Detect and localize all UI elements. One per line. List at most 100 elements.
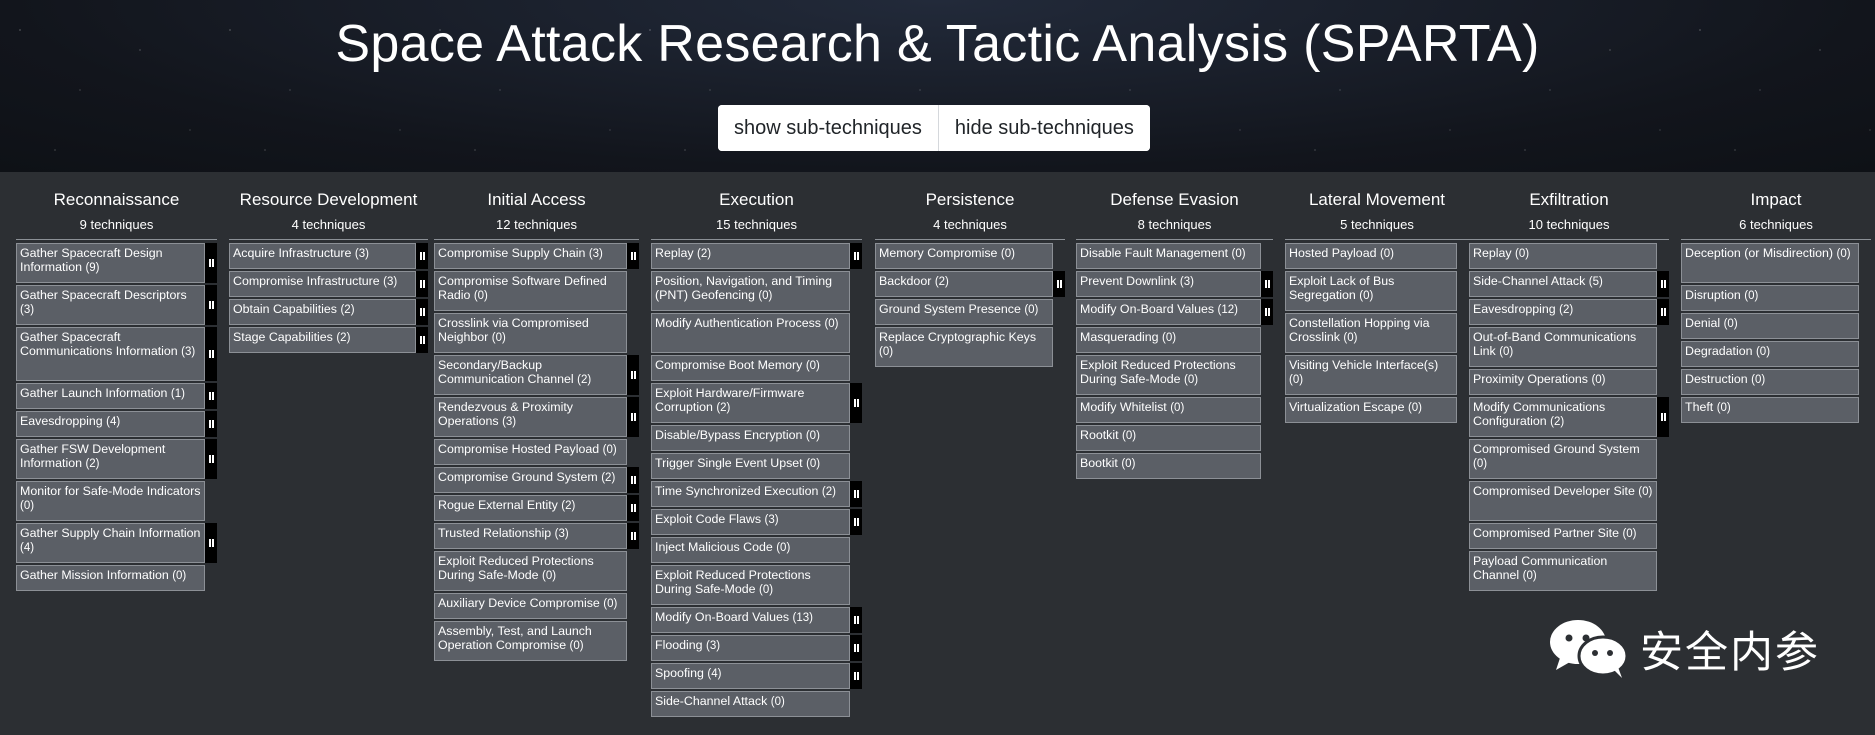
technique-cell[interactable]: Crosslink via Compromised Neighbor (0) <box>434 313 627 353</box>
expand-subtechniques-handle[interactable] <box>416 271 428 297</box>
expand-subtechniques-handle[interactable] <box>627 523 639 549</box>
expand-subtechniques-handle[interactable] <box>1657 271 1669 297</box>
technique-cell[interactable]: Proximity Operations (0) <box>1469 369 1657 395</box>
expand-subtechniques-handle[interactable] <box>850 243 862 269</box>
technique-cell[interactable]: Visiting Vehicle Interface(s) (0) <box>1285 355 1457 395</box>
expand-subtechniques-handle[interactable] <box>627 397 639 437</box>
technique-cell[interactable]: Deception (or Misdirection) (0) <box>1681 243 1859 283</box>
technique-cell[interactable]: Replay (0) <box>1469 243 1657 269</box>
technique-cell[interactable]: Compromise Software Defined Radio (0) <box>434 271 627 311</box>
technique-cell[interactable]: Compromise Boot Memory (0) <box>651 355 850 381</box>
expand-subtechniques-handle[interactable] <box>850 481 862 507</box>
expand-subtechniques-handle[interactable] <box>416 243 428 269</box>
expand-subtechniques-handle[interactable] <box>627 355 639 395</box>
technique-cell[interactable]: Trigger Single Event Upset (0) <box>651 453 850 479</box>
technique-cell[interactable]: Stage Capabilities (2) <box>229 327 416 353</box>
hide-subtechniques-button[interactable]: hide sub-techniques <box>937 105 1150 151</box>
technique-cell[interactable]: Rendezvous & Proximity Operations (3) <box>434 397 627 437</box>
technique-cell[interactable]: Ground System Presence (0) <box>875 299 1053 325</box>
technique-cell[interactable]: Side-Channel Attack (5) <box>1469 271 1657 297</box>
tactic-name[interactable]: Initial Access <box>487 190 586 209</box>
technique-cell[interactable]: Degradation (0) <box>1681 341 1859 367</box>
expand-subtechniques-handle[interactable] <box>850 607 862 633</box>
tactic-name[interactable]: Resource Development <box>239 190 418 209</box>
expand-subtechniques-handle[interactable] <box>850 383 862 423</box>
technique-cell[interactable]: Backdoor (2) <box>875 271 1053 297</box>
technique-cell[interactable]: Gather FSW Development Information (2) <box>16 439 205 479</box>
technique-cell[interactable]: Gather Mission Information (0) <box>16 565 205 591</box>
technique-cell[interactable]: Compromise Infrastructure (3) <box>229 271 416 297</box>
expand-subtechniques-handle[interactable] <box>627 495 639 521</box>
technique-cell[interactable]: Theft (0) <box>1681 397 1859 423</box>
expand-subtechniques-handle[interactable] <box>205 243 217 283</box>
technique-cell[interactable]: Modify On-Board Values (13) <box>651 607 850 633</box>
expand-subtechniques-handle[interactable] <box>205 523 217 563</box>
expand-subtechniques-handle[interactable] <box>1657 397 1669 437</box>
expand-subtechniques-handle[interactable] <box>1657 299 1669 325</box>
technique-cell[interactable]: Rootkit (0) <box>1076 425 1261 451</box>
technique-cell[interactable]: Modify Communications Configuration (2) <box>1469 397 1657 437</box>
technique-cell[interactable]: Compromised Ground System (0) <box>1469 439 1657 479</box>
technique-cell[interactable]: Constellation Hopping via Crosslink (0) <box>1285 313 1457 353</box>
tactic-name[interactable]: Impact <box>1750 190 1802 209</box>
expand-subtechniques-handle[interactable] <box>627 243 639 269</box>
technique-cell[interactable]: Modify Authentication Process (0) <box>651 313 850 353</box>
tactic-name[interactable]: Defense Evasion <box>1110 190 1239 209</box>
technique-cell[interactable]: Denial (0) <box>1681 313 1859 339</box>
expand-subtechniques-handle[interactable] <box>850 509 862 535</box>
technique-cell[interactable]: Compromise Ground System (2) <box>434 467 627 493</box>
technique-cell[interactable]: Gather Spacecraft Design Information (9) <box>16 243 205 283</box>
expand-subtechniques-handle[interactable] <box>416 299 428 325</box>
expand-subtechniques-handle[interactable] <box>1053 271 1065 297</box>
technique-cell[interactable]: Masquerading (0) <box>1076 327 1261 353</box>
technique-cell[interactable]: Monitor for Safe-Mode Indicators (0) <box>16 481 205 521</box>
technique-cell[interactable]: Eavesdropping (2) <box>1469 299 1657 325</box>
technique-cell[interactable]: Rogue External Entity (2) <box>434 495 627 521</box>
technique-cell[interactable]: Disruption (0) <box>1681 285 1859 311</box>
technique-cell[interactable]: Trusted Relationship (3) <box>434 523 627 549</box>
technique-cell[interactable]: Auxiliary Device Compromise (0) <box>434 593 627 619</box>
technique-cell[interactable]: Compromised Developer Site (0) <box>1469 481 1657 521</box>
technique-cell[interactable]: Hosted Payload (0) <box>1285 243 1457 269</box>
technique-cell[interactable]: Exploit Code Flaws (3) <box>651 509 850 535</box>
tactic-name[interactable]: Reconnaissance <box>53 190 180 209</box>
tactic-name[interactable]: Lateral Movement <box>1308 190 1446 209</box>
technique-cell[interactable]: Modify On-Board Values (12) <box>1076 299 1261 325</box>
technique-cell[interactable]: Side-Channel Attack (0) <box>651 691 850 717</box>
technique-cell[interactable]: Compromise Hosted Payload (0) <box>434 439 627 465</box>
technique-cell[interactable]: Virtualization Escape (0) <box>1285 397 1457 423</box>
technique-cell[interactable]: Out-of-Band Communications Link (0) <box>1469 327 1657 367</box>
technique-cell[interactable]: Obtain Capabilities (2) <box>229 299 416 325</box>
technique-cell[interactable]: Payload Communication Channel (0) <box>1469 551 1657 591</box>
technique-cell[interactable]: Inject Malicious Code (0) <box>651 537 850 563</box>
technique-cell[interactable]: Position, Navigation, and Timing (PNT) G… <box>651 271 850 311</box>
technique-cell[interactable]: Spoofing (4) <box>651 663 850 689</box>
expand-subtechniques-handle[interactable] <box>1261 271 1273 297</box>
expand-subtechniques-handle[interactable] <box>205 285 217 325</box>
technique-cell[interactable]: Exploit Lack of Bus Segregation (0) <box>1285 271 1457 311</box>
tactic-name[interactable]: Execution <box>719 190 794 209</box>
technique-cell[interactable]: Disable Fault Management (0) <box>1076 243 1261 269</box>
technique-cell[interactable]: Acquire Infrastructure (3) <box>229 243 416 269</box>
expand-subtechniques-handle[interactable] <box>850 635 862 661</box>
technique-cell[interactable]: Replace Cryptographic Keys (0) <box>875 327 1053 367</box>
technique-cell[interactable]: Exploit Reduced Protections During Safe-… <box>651 565 850 605</box>
technique-cell[interactable]: Flooding (3) <box>651 635 850 661</box>
technique-cell[interactable]: Prevent Downlink (3) <box>1076 271 1261 297</box>
technique-cell[interactable]: Compromise Supply Chain (3) <box>434 243 627 269</box>
expand-subtechniques-handle[interactable] <box>627 467 639 493</box>
technique-cell[interactable]: Gather Launch Information (1) <box>16 383 205 409</box>
expand-subtechniques-handle[interactable] <box>1261 299 1273 325</box>
technique-cell[interactable]: Exploit Hardware/Firmware Corruption (2) <box>651 383 850 423</box>
technique-cell[interactable]: Secondary/Backup Communication Channel (… <box>434 355 627 395</box>
tactic-name[interactable]: Persistence <box>925 190 1015 209</box>
technique-cell[interactable]: Gather Supply Chain Information (4) <box>16 523 205 563</box>
expand-subtechniques-handle[interactable] <box>205 383 217 409</box>
technique-cell[interactable]: Destruction (0) <box>1681 369 1859 395</box>
technique-cell[interactable]: Compromised Partner Site (0) <box>1469 523 1657 549</box>
technique-cell[interactable]: Assembly, Test, and Launch Operation Com… <box>434 621 627 661</box>
tactic-name[interactable]: Exfiltration <box>1529 190 1609 209</box>
expand-subtechniques-handle[interactable] <box>205 439 217 479</box>
technique-cell[interactable]: Replay (2) <box>651 243 850 269</box>
technique-cell[interactable]: Gather Spacecraft Communications Informa… <box>16 327 205 381</box>
